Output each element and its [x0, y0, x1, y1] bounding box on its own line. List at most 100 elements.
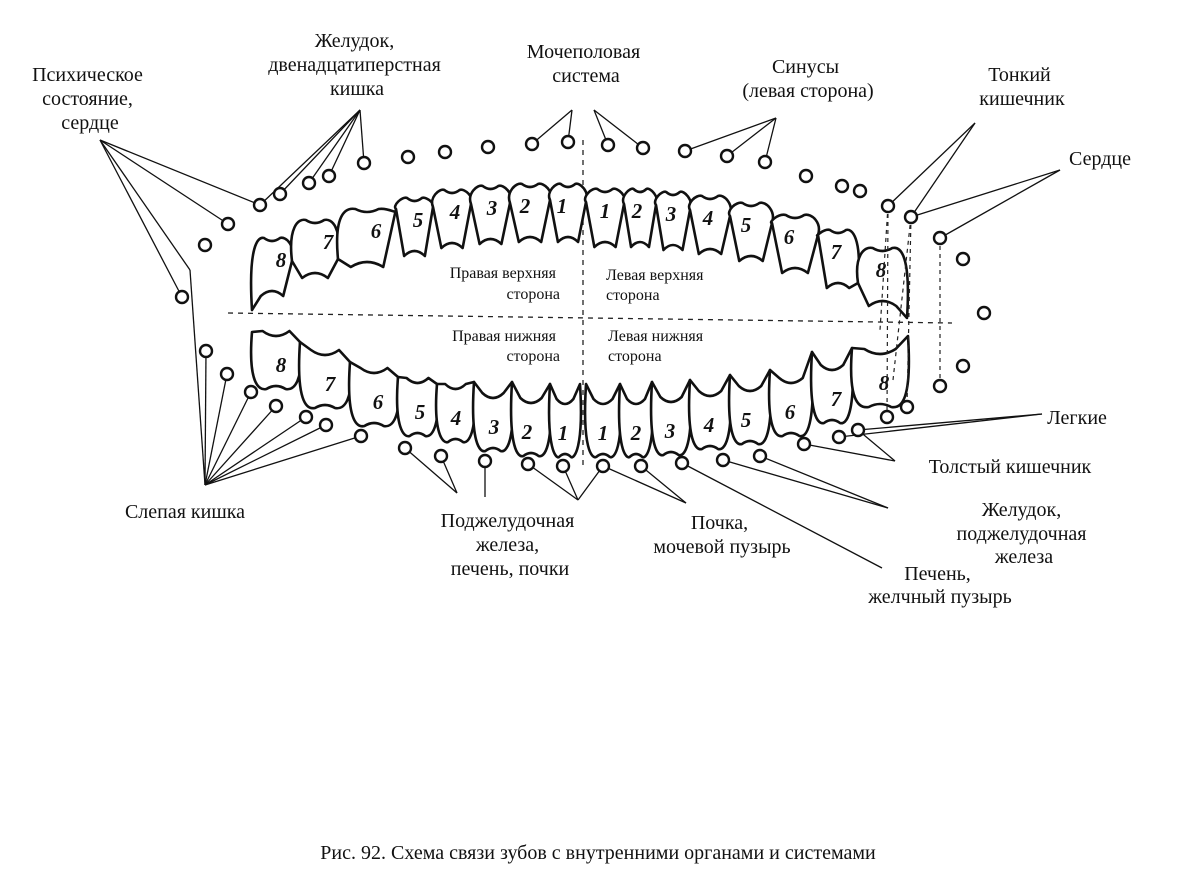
point-marker — [932, 378, 948, 394]
tooth-lower-left-teeth-3 — [649, 378, 693, 457]
connector-line — [204, 350, 207, 486]
point-marker — [524, 136, 540, 152]
connector-line — [684, 117, 777, 152]
label-large-intestine: Толстый кишечник — [929, 456, 1092, 478]
tooth-number-label: 5 — [413, 208, 424, 232]
label-lungs: Легкие — [1047, 407, 1107, 429]
point-marker — [955, 251, 971, 267]
label-kidney-bladder: Почка, мочевой пузырь — [653, 512, 790, 558]
point-marker — [899, 399, 915, 415]
connector-line — [531, 109, 573, 145]
point-marker — [298, 409, 314, 425]
point-marker — [433, 448, 449, 464]
point-marker — [880, 198, 896, 214]
connector-line — [99, 139, 261, 206]
tooth-number-label: 6 — [373, 390, 384, 414]
dashed-connector-line — [892, 216, 912, 381]
tooth-number-label: 7 — [323, 230, 335, 254]
connector-line — [803, 443, 896, 462]
point-marker — [555, 458, 571, 474]
point-marker — [633, 458, 649, 474]
point-marker — [757, 154, 773, 170]
point-marker — [798, 168, 814, 184]
connector-line — [204, 416, 307, 486]
connector-line — [204, 391, 252, 486]
tooth-number-label: 1 — [557, 194, 568, 218]
tooth-number-label: 2 — [519, 194, 531, 218]
label-pancreas-liver-kidneys: Поджелудочная железа, печень, почки — [441, 510, 580, 580]
tooth-lower-left-teeth-7 — [809, 346, 855, 425]
tooth-number-label: 6 — [371, 219, 382, 243]
connector-line — [939, 169, 1061, 239]
tooth-upper-right-teeth-3 — [335, 207, 399, 269]
tooth-lower-right-teeth-3 — [347, 360, 401, 428]
connector-line — [99, 139, 183, 298]
point-marker — [752, 448, 768, 464]
connector-line — [722, 459, 889, 509]
tooth-upper-right-teeth-1 — [249, 236, 295, 312]
tooth-number-label: 3 — [665, 202, 677, 226]
tooth-number-label: 8 — [879, 371, 890, 395]
point-marker — [174, 289, 190, 305]
point-marker — [560, 134, 576, 150]
figure-caption: Рис. 92. Схема связи зубов с внутренними… — [320, 842, 876, 864]
tooth-lower-left-teeth-6 — [767, 350, 815, 438]
label-cecum: Слепая кишка — [125, 501, 245, 523]
point-marker — [831, 429, 847, 445]
tooth-number-label: 2 — [630, 421, 642, 445]
tooth-lower-right-teeth-4 — [395, 375, 440, 438]
point-marker — [879, 409, 895, 425]
tooth-number-label: 3 — [664, 419, 676, 443]
tooth-upper-right-teeth-2 — [289, 218, 341, 280]
tooth-lower-left-teeth-1 — [583, 382, 623, 459]
tooth-lower-right-teeth-2 — [297, 340, 353, 410]
tooth-lower-right-teeth-5 — [434, 380, 477, 444]
tooth-upper-right-teeth-5 — [430, 188, 474, 250]
connector-line — [308, 109, 361, 184]
tooth-number-label: 4 — [702, 206, 714, 230]
connector-line — [99, 139, 229, 225]
quadrant-label-lower-left: Левая нижняя сторона — [608, 328, 707, 365]
tooth-number-label: 8 — [276, 248, 287, 272]
tooth-lower-right-teeth-6 — [471, 380, 515, 453]
point-marker — [480, 139, 496, 155]
tooth-number-label: 6 — [785, 400, 796, 424]
tooth-number-label: 3 — [488, 415, 500, 439]
tooth-lower-left-teeth-4 — [687, 373, 733, 451]
tooth-number-label: 4 — [703, 413, 715, 437]
tooth-upper-right-teeth-8 — [547, 182, 589, 244]
point-marker — [635, 140, 651, 156]
quadrant-label-lower-right: Правая нижняя сторона — [452, 328, 560, 365]
tooth-upper-left-teeth-3 — [653, 190, 693, 252]
tooth-number-label: 4 — [449, 200, 461, 224]
tooth-lower-right-teeth-1 — [249, 329, 303, 391]
point-marker — [356, 155, 372, 171]
tooth-lower-left-teeth-5 — [727, 368, 773, 446]
point-marker — [600, 137, 616, 153]
point-marker — [477, 453, 493, 469]
point-marker — [219, 366, 235, 382]
tooth-upper-left-teeth-6 — [769, 213, 821, 275]
points — [174, 134, 992, 474]
connector-line — [189, 269, 206, 486]
label-liver-gallbladder: Печень, желчный пузырь — [867, 563, 1011, 608]
tooth-upper-left-teeth-5 — [727, 201, 775, 263]
label-stomach-pancreas: Желудок, поджелудочная железа — [957, 499, 1092, 568]
tooth-upper-right-teeth-4 — [393, 196, 436, 258]
point-marker — [520, 456, 536, 472]
connector-line — [726, 117, 777, 157]
point-marker — [198, 343, 214, 359]
tooth-number-label: 2 — [631, 199, 643, 223]
tooth-number-label: 5 — [415, 400, 426, 424]
connector-line — [838, 413, 1043, 438]
connector-line — [204, 405, 277, 486]
dashed-connector-line — [886, 205, 889, 418]
connector-line — [887, 122, 976, 207]
tooth-number-label: 8 — [276, 353, 287, 377]
point-marker — [437, 144, 453, 160]
connector-line — [204, 373, 228, 486]
connector-line — [593, 109, 644, 149]
